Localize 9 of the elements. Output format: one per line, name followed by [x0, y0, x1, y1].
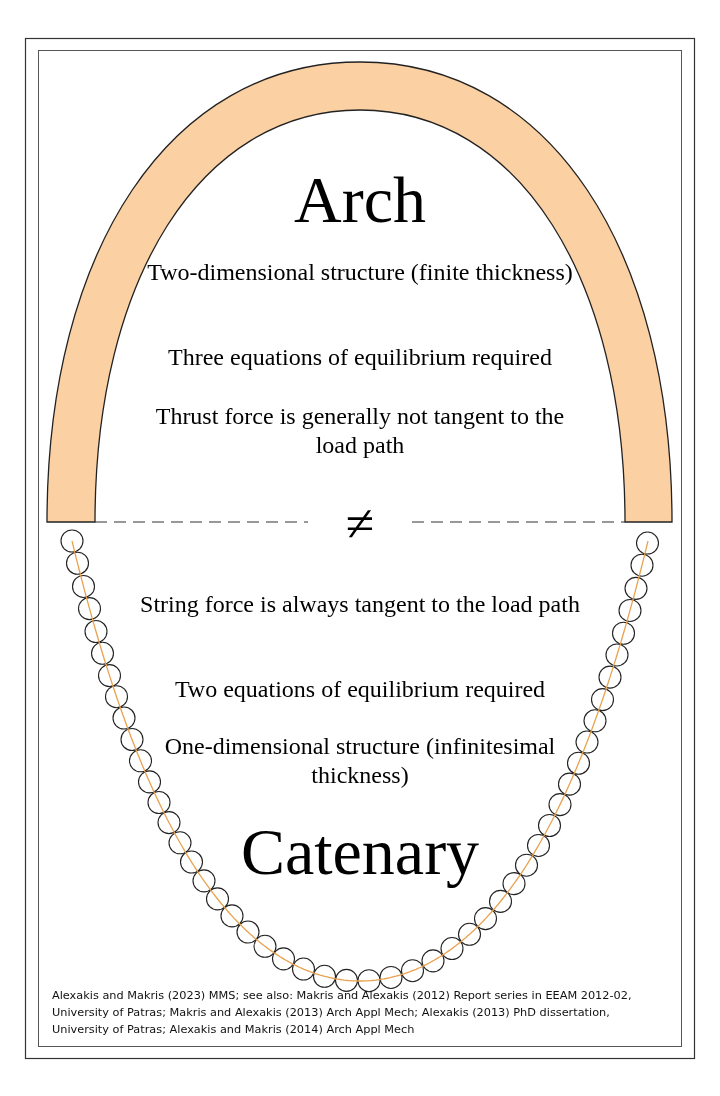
- description-text: Two equations of equilibrium required: [173, 675, 547, 704]
- description-text: One-dimensional structure (infinitesimal thickness): [163, 732, 557, 790]
- description-text: Two-dimensional structure (finite thickness): [146, 258, 574, 287]
- description-text: Three equations of equilibrium required: [167, 343, 553, 372]
- heading: Arch: [294, 162, 426, 238]
- citation-note: Alexakis and Makris (2023) MMS; see also: Makris and Alexakis (2012) Report series in EEAM 2012-02, University of Patras; Makris and Alexakis (2013) Arch Appl Mech; Alexakis (2013) PhD dissertation, University of Patras; Alexakis and Makris (2014) Arch Appl Mech: [52, 988, 633, 1038]
- heading: Catenary: [240, 814, 480, 890]
- description-text: String force is always tangent to the load path: [140, 590, 580, 619]
- description-text: Thrust force is generally not tangent to the load path: [154, 402, 566, 460]
